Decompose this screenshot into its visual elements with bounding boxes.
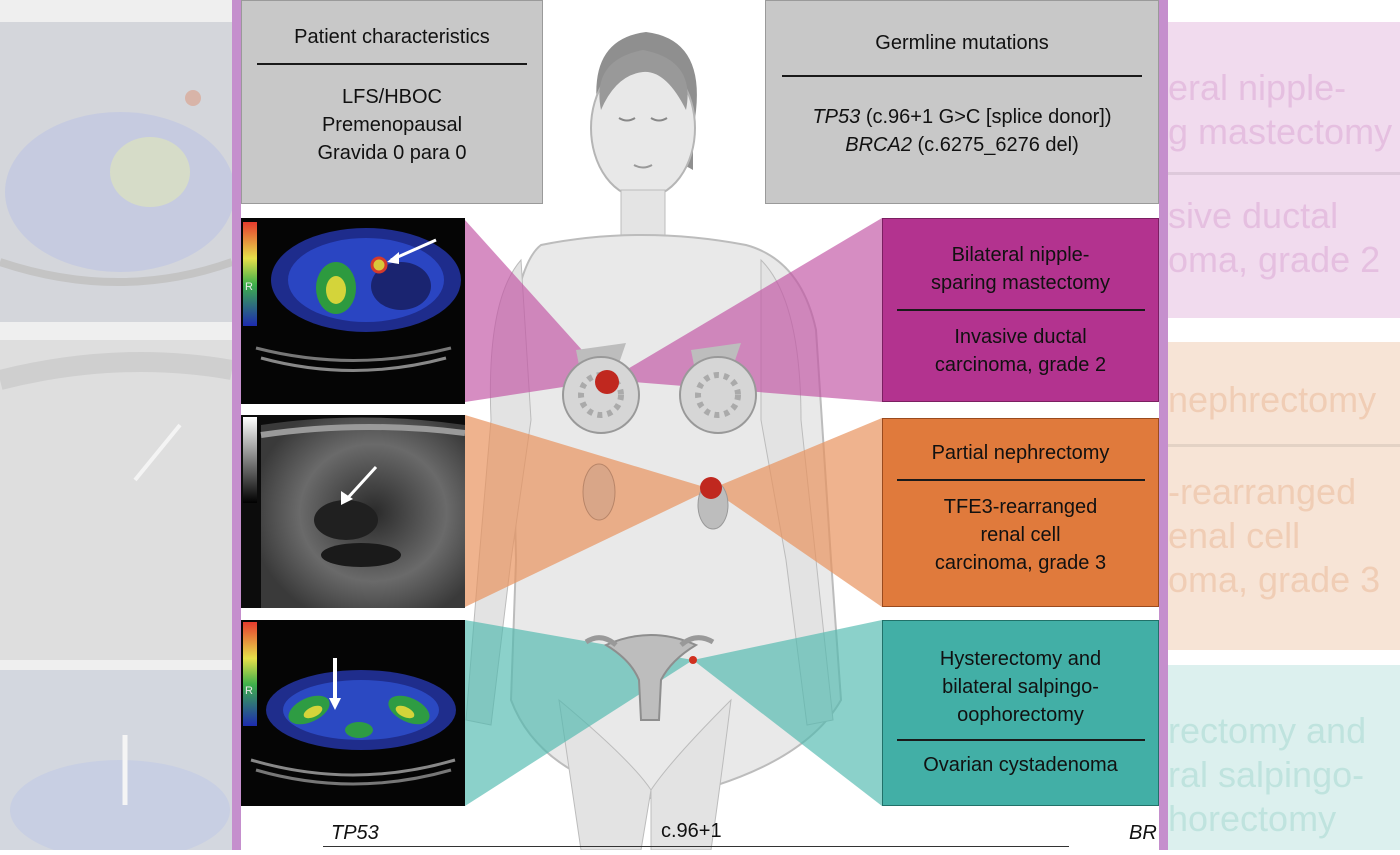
pet-ct-chest-image: R bbox=[241, 218, 465, 404]
surgery-line: Hysterectomy and bbox=[939, 648, 1102, 670]
uterus-organ bbox=[584, 634, 715, 721]
surgery-line: sparing mastectomy bbox=[931, 272, 1110, 294]
clinical-figure: Patient characteristics LFS/HBOC Premeno… bbox=[232, 0, 1168, 850]
footer-gene-label-right: BR bbox=[1129, 822, 1157, 844]
ovary-tumor-icon bbox=[689, 656, 697, 664]
pathology-line: carcinoma, grade 3 bbox=[934, 552, 1107, 574]
patient-line: LFS/HBOC bbox=[341, 86, 443, 108]
surgery-line: Partial nephrectomy bbox=[931, 442, 1110, 464]
surgery-line: Bilateral nipple- bbox=[951, 244, 1090, 266]
surgery-line: oophorectomy bbox=[957, 704, 1084, 726]
gene-name: TP53 bbox=[812, 106, 861, 128]
footer-rule bbox=[323, 846, 1069, 847]
footer-variant-label: c.96+1 bbox=[661, 820, 722, 842]
divider bbox=[896, 479, 1145, 481]
background-blur-right: eral nipple- g mastectomy sive ductal om… bbox=[1168, 0, 1400, 850]
blurred-orange-panel: nephrectomy -rearranged enal cell oma, g… bbox=[1168, 342, 1400, 650]
kidney-procedure-box: Partial nephrectomy TFE3-rearranged rena… bbox=[882, 418, 1159, 607]
ghost-text: g mastectomy bbox=[1168, 111, 1393, 152]
breast-wedge-left bbox=[465, 220, 609, 402]
germline-title: Germline mutations bbox=[875, 32, 1049, 54]
gene-variant: (c.6275_6276 del) bbox=[911, 134, 1079, 156]
pathology-line: Ovarian cystadenoma bbox=[923, 754, 1118, 776]
pathology-line: Invasive ductal bbox=[954, 326, 1087, 348]
ghost-text: horectomy bbox=[1168, 798, 1337, 839]
patient-title: Patient characteristics bbox=[294, 26, 490, 48]
blurred-pet-scan-chest bbox=[0, 22, 235, 322]
gene-variant: (c.96+1 G>C [splice donor]) bbox=[860, 106, 1112, 128]
scale-label: R bbox=[245, 685, 253, 697]
patient-line: Gravida 0 para 0 bbox=[317, 142, 467, 164]
kidney-wedge-right bbox=[711, 418, 882, 607]
ovary-procedure-box: Hysterectomy and bilateral salpingo- oop… bbox=[882, 620, 1159, 806]
ovary-wedge-right bbox=[693, 620, 882, 806]
background-blur-left bbox=[0, 0, 235, 855]
body-diagram bbox=[465, 32, 882, 850]
breast-organs bbox=[562, 343, 757, 434]
footer-gene-label: TP53 bbox=[331, 822, 379, 844]
patient-line: Premenopausal bbox=[321, 114, 463, 136]
ghost-text: -rearranged bbox=[1168, 471, 1357, 512]
germline-mutations-box: Germline mutations TP53 (c.96+1 G>C [spl… bbox=[765, 0, 1159, 204]
ghost-text: rectomy and bbox=[1168, 710, 1367, 751]
kidney-tumor-icon bbox=[700, 477, 722, 499]
ghost-text: nephrectomy bbox=[1168, 379, 1377, 420]
ultrasound-kidney-image bbox=[241, 415, 465, 608]
ghost-text: ral salpingo- bbox=[1168, 754, 1365, 795]
patient-characteristics-box: Patient characteristics LFS/HBOC Premeno… bbox=[241, 0, 543, 204]
divider bbox=[257, 63, 527, 65]
gene-name: BRCA2 bbox=[845, 134, 912, 156]
pathology-line: renal cell bbox=[980, 524, 1061, 546]
pet-ct-pelvis-image: R bbox=[241, 620, 465, 806]
ghost-text: sive ductal bbox=[1168, 195, 1339, 236]
blurred-ultrasound bbox=[0, 340, 234, 660]
ghost-text: enal cell bbox=[1168, 515, 1301, 556]
divider bbox=[896, 739, 1145, 741]
lesion-marker-icon bbox=[370, 256, 388, 274]
ghost-text: oma, grade 2 bbox=[1168, 239, 1381, 280]
kidney-organs bbox=[582, 463, 729, 530]
arrow-icon bbox=[343, 465, 378, 503]
ghost-text: eral nipple- bbox=[1168, 67, 1347, 108]
divider bbox=[896, 309, 1145, 311]
divider bbox=[782, 75, 1142, 77]
breast-procedure-box: Bilateral nipple- sparing mastectomy Inv… bbox=[882, 218, 1159, 402]
pathology-line: TFE3-rearranged bbox=[943, 496, 1098, 518]
pathology-line: carcinoma, grade 2 bbox=[934, 354, 1107, 376]
ghost-text: oma, grade 3 bbox=[1168, 559, 1381, 600]
blurred-pet-scan-pelvis bbox=[0, 670, 232, 855]
surgery-line: bilateral salpingo- bbox=[942, 676, 1099, 698]
breast-wedge-right bbox=[609, 218, 882, 402]
blurred-teal-panel: rectomy and ral salpingo- horectomy bbox=[1168, 665, 1400, 850]
blurred-pink-panel: eral nipple- g mastectomy sive ductal om… bbox=[1168, 22, 1400, 318]
scale-label: R bbox=[245, 281, 253, 293]
breast-tumor-icon bbox=[595, 370, 619, 394]
